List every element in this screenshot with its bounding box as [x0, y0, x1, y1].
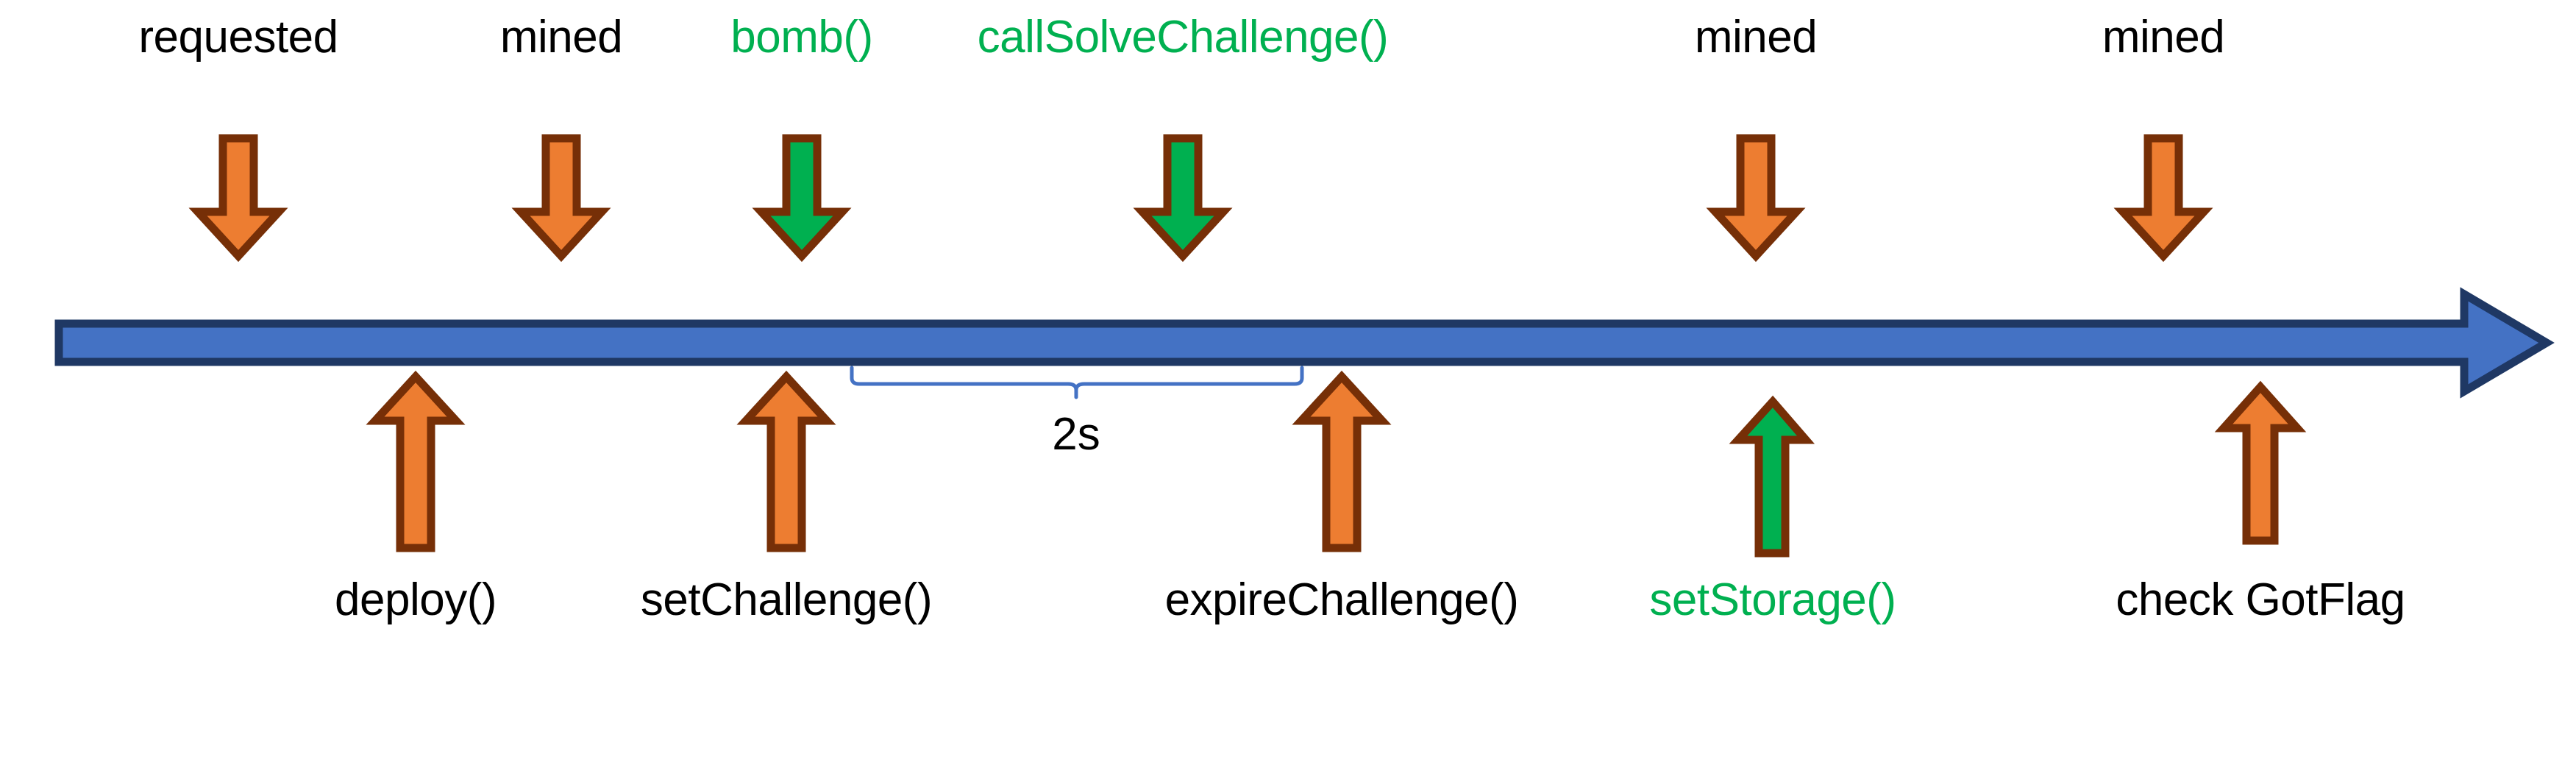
top-label-bomb: bomb() [730, 12, 873, 63]
down-arrow-bomb [752, 134, 852, 263]
down-arrow-mined-2 [1706, 134, 1806, 263]
up-arrow-set-challenge [736, 370, 836, 552]
up-arrow-check-gotflag [2214, 380, 2307, 545]
top-label-mined-1: mined [499, 12, 623, 63]
down-arrow-call-solve-challenge [1133, 134, 1233, 263]
top-label-mined-2: mined [1694, 12, 1818, 63]
top-label-mined-3: mined [2102, 12, 2225, 63]
up-arrow-deploy [366, 370, 466, 552]
bottom-label-check-gotflag: check GotFlag [2116, 574, 2405, 625]
duration-label-2s: 2s [1052, 409, 1100, 460]
duration-bracket [850, 366, 1304, 399]
up-arrow-set-storage [1729, 395, 1815, 558]
down-arrow-mined-3 [2113, 134, 2213, 263]
bottom-label-set-challenge: setChallenge() [640, 574, 933, 625]
top-label-requested: requested [138, 12, 338, 63]
down-arrow-mined-1 [511, 134, 611, 263]
top-label-call-solve-challenge: callSolveChallenge() [977, 12, 1389, 63]
down-arrow-requested [188, 134, 288, 263]
main-timeline-arrow [54, 287, 2555, 399]
up-arrow-expire-challenge [1292, 370, 1392, 552]
bottom-label-deploy: deploy() [335, 574, 497, 625]
bottom-label-set-storage: setStorage() [1649, 574, 1896, 625]
bottom-label-expire-challenge: expireChallenge() [1164, 574, 1519, 625]
